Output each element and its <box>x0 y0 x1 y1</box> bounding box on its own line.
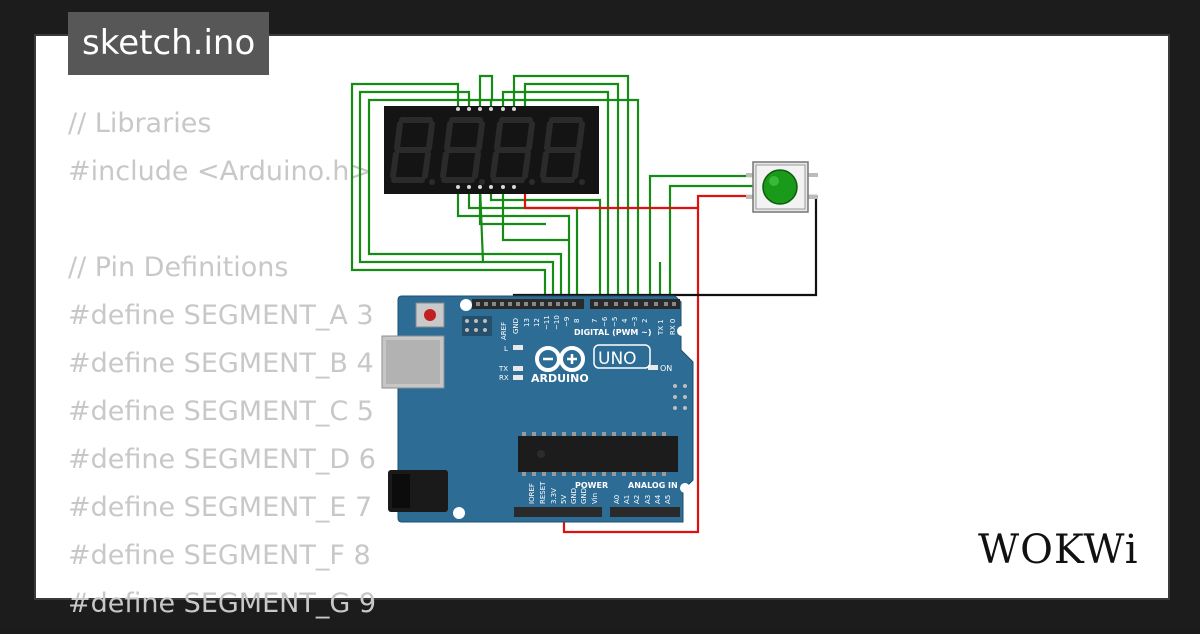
rx-led-label: RX <box>499 374 509 382</box>
code-line: #define SEGMENT_B 4 <box>68 348 374 379</box>
analog-pin-label: A2 <box>633 495 641 504</box>
file-name-tab[interactable]: sketch.ino <box>68 12 270 75</box>
pin-label: ~3 <box>631 317 639 327</box>
pin-label: ~11 <box>543 315 551 330</box>
pushbutton[interactable] <box>746 161 818 213</box>
wires-red <box>523 187 756 534</box>
pin-label: 8 <box>573 319 581 323</box>
seven-segment-display <box>384 106 599 194</box>
analog-pin-label: A3 <box>644 495 652 504</box>
board-brand-label: ARDUINO <box>531 372 589 385</box>
wokwi-logo[interactable]: WOKWi <box>976 527 1148 573</box>
on-label: ON <box>660 364 672 373</box>
code-line: #define SEGMENT_E 7 <box>68 492 373 523</box>
analog-pin-label: A1 <box>623 495 631 504</box>
analog-pin-label: A4 <box>654 494 662 504</box>
code-line: #define SEGMENT_C 5 <box>68 396 374 427</box>
code-line: #define SEGMENT_D 6 <box>68 444 376 475</box>
pin-label: ~5 <box>611 317 619 327</box>
wires-green <box>350 74 756 305</box>
power-pin-label: IOREF <box>528 483 536 504</box>
code-line: // Libraries <box>68 108 212 139</box>
power-pin-label: GND <box>580 488 588 504</box>
analog-pin-label: A5 <box>664 495 672 504</box>
arduino-uno-board <box>381 295 694 523</box>
pin-label: ~9 <box>563 317 571 327</box>
pin-label: RX 0 <box>669 319 677 335</box>
power-label: POWER <box>575 481 608 490</box>
pin-label: 12 <box>533 318 541 327</box>
power-pin-label: Vin <box>591 493 599 504</box>
code-line: #include <Arduino.h> <box>68 156 372 187</box>
pin-label: ~6 <box>601 316 609 327</box>
l-led-label: L <box>504 345 508 353</box>
board-model-label: UNO <box>598 349 637 369</box>
pin-label: TX 1 <box>657 319 665 336</box>
pin-label: 7 <box>591 319 599 323</box>
power-pin-label: GND <box>570 488 578 504</box>
pin-label: 4 <box>621 318 629 323</box>
wokwi-logo-text: WOKWi <box>978 527 1139 573</box>
power-pin-label: 5V <box>560 495 568 504</box>
power-pin-label: 3.3V <box>550 488 558 504</box>
pin-label: ~10 <box>553 315 561 330</box>
code-line: #define SEGMENT_F 8 <box>68 540 371 571</box>
tx-led-label: TX <box>498 365 508 373</box>
code-line: #define SEGMENT_G 9 <box>68 588 377 619</box>
gnd-pin-label: GND <box>512 318 520 334</box>
analog-label: ANALOG IN <box>628 481 678 490</box>
code-line: #define SEGMENT_A 3 <box>68 300 374 331</box>
power-pin-label: RESET <box>539 481 547 504</box>
pin-label: 2 <box>641 319 649 323</box>
analog-pin-label: A0 <box>613 495 621 504</box>
aref-pin-label: AREF <box>500 322 508 340</box>
code-preview: // Libraries #include <Arduino.h> // Pin… <box>68 106 376 634</box>
digital-label: DIGITAL (PWM ~) <box>574 328 652 337</box>
code-line: // Pin Definitions <box>68 252 289 283</box>
pin-label: 13 <box>523 318 531 327</box>
